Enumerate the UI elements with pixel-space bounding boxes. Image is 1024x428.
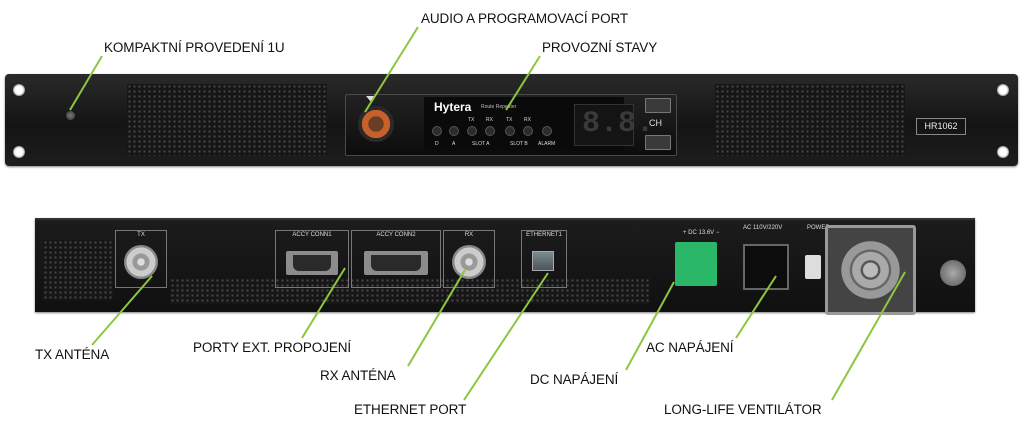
control-panel: Hytera Route Repeater TX RX TX RX D A SL…	[345, 94, 677, 156]
status-led	[449, 126, 459, 136]
callout-rx-antenna: RX ANTÉNA	[320, 368, 396, 383]
callout-ext-ports: PORTY EXT. PROPOJENÍ	[193, 340, 352, 355]
channel-down-button[interactable]	[645, 135, 671, 150]
ac-power-inlet	[743, 244, 789, 290]
callout-compact: KOMPAKTNÍ PROVEDENÍ 1U	[104, 40, 285, 55]
front-panel: Hytera Route Repeater TX RX TX RX D A SL…	[5, 74, 1018, 166]
screw-icon	[66, 111, 75, 120]
rack-mount-hole	[13, 84, 25, 96]
tx-antenna-connector	[124, 245, 158, 279]
led-label: D	[435, 141, 439, 147]
callout-ac-power: AC NAPÁJENÍ	[646, 340, 734, 355]
brand-subtitle: Route Repeater	[481, 104, 517, 110]
status-led	[432, 126, 442, 136]
status-led	[523, 126, 533, 136]
led-label: ALARM	[538, 141, 556, 147]
callout-status: PROVOZNÍ STAVY	[542, 40, 658, 55]
rx-port-label: RX	[464, 232, 474, 238]
channel-display: 8.8.	[574, 104, 654, 146]
vent-rear-left	[43, 240, 113, 300]
ethernet-port-label: ETHERNET1	[526, 232, 562, 238]
fan-icon	[825, 225, 916, 315]
tx-port-box: TX	[115, 230, 167, 288]
ac-label: AC 110V/220V	[743, 225, 783, 231]
rx-antenna-connector	[452, 245, 486, 279]
dc-power-connector	[675, 242, 717, 286]
accy-conn2-connector	[364, 251, 428, 275]
triangle-down-icon	[366, 96, 376, 102]
callout-dc-power: DC NAPÁJENÍ	[530, 372, 619, 387]
accy-conn2-label: ACCY CONN2	[376, 232, 416, 238]
power-switch[interactable]	[805, 255, 821, 279]
led-label: A	[452, 141, 456, 147]
ethernet-connector	[532, 251, 554, 271]
led-label: RX	[486, 117, 493, 123]
status-led	[485, 126, 495, 136]
callout-tx-antenna: TX ANTÉNA	[35, 347, 110, 362]
alarm-led	[542, 126, 552, 136]
rx-port-box: RX	[443, 230, 495, 288]
callout-fan: LONG-LIFE VENTILÁTOR	[664, 402, 822, 417]
rear-panel: TX ACCY CONN1 ACCY CONN2 RX ETHERNET1 + …	[35, 218, 975, 315]
status-led	[505, 126, 515, 136]
accy-conn2-box: ACCY CONN2	[351, 230, 441, 288]
accy-conn1-connector	[286, 251, 338, 275]
led-label: SLOT B	[510, 141, 528, 147]
ethernet-port-box: ETHERNET1	[521, 230, 567, 288]
accy-conn1-label: ACCY CONN1	[292, 232, 332, 238]
accy-conn1-box: ACCY CONN1	[275, 230, 349, 288]
tx-port-label: TX	[137, 232, 145, 238]
channel-up-button[interactable]	[645, 98, 671, 113]
rack-mount-hole	[997, 146, 1009, 158]
led-label: TX	[506, 117, 513, 123]
rack-mount-hole	[13, 146, 25, 158]
callout-ethernet: ETHERNET PORT	[354, 402, 467, 417]
vent-right	[715, 84, 905, 156]
power-label: POWER	[807, 225, 830, 231]
status-panel: Hytera Route Repeater TX RX TX RX D A SL…	[424, 97, 654, 151]
dc-label: + DC 13.6V −	[683, 230, 720, 236]
status-led	[467, 126, 477, 136]
rack-mount-hole	[997, 84, 1009, 96]
audio-programming-port	[358, 106, 394, 142]
callout-audio-port: AUDIO A PROGRAMOVACÍ PORT	[421, 11, 629, 26]
brand-logo: Hytera	[434, 100, 472, 114]
led-label: SLOT A	[472, 141, 490, 147]
channel-label: CH	[649, 118, 662, 128]
ground-terminal-icon	[940, 260, 966, 286]
led-label: TX	[468, 117, 475, 123]
vent-left	[127, 84, 327, 156]
model-badge: HR1062	[916, 118, 966, 135]
display-digits: 8.8.	[582, 107, 655, 141]
led-label: RX	[524, 117, 531, 123]
